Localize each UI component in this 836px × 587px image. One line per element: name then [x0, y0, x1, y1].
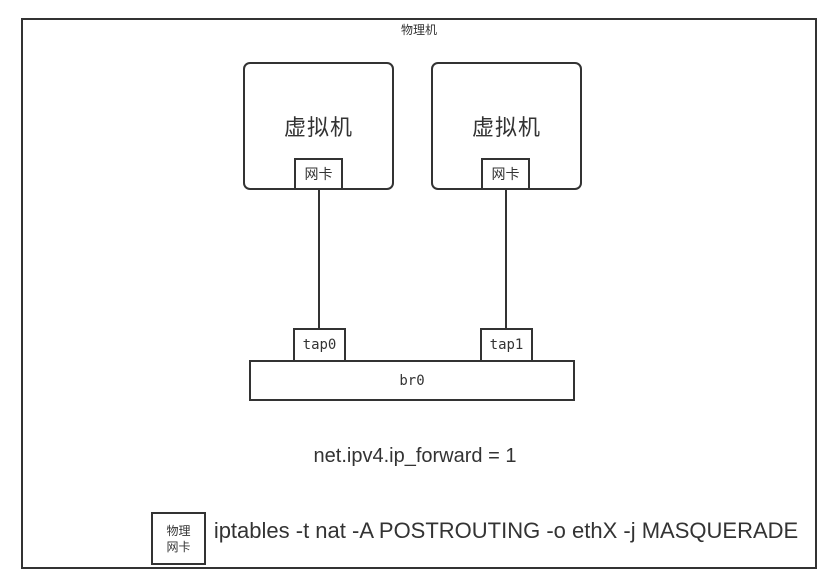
vm-label-1: 虚拟机 [283, 115, 353, 140]
tap1-box: tap1 [480, 328, 533, 362]
sysctl-ip-forward-text: net.ipv4.ip_forward = 1 [313, 445, 517, 467]
tap0-box: tap0 [293, 328, 346, 362]
tap0-label: tap0 [302, 337, 337, 353]
vm2-nic-box: 网卡 [481, 158, 530, 190]
vm2-nic-label: 网卡 [491, 166, 520, 182]
physical-nic-label-line1: 物理 [166, 523, 191, 538]
vm1-tap0-connector-line [318, 190, 320, 328]
physical-nic-box: 物理 网卡 [151, 512, 206, 565]
vm1-nic-label: 网卡 [304, 166, 333, 182]
vm2-tap1-connector-line [505, 190, 507, 328]
bridge-br0-label: br0 [399, 372, 425, 389]
vm-label-2: 虚拟机 [471, 115, 541, 140]
iptables-masquerade-text: iptables -t nat -A POSTROUTING -o ethX -… [213, 518, 799, 543]
tap1-label: tap1 [489, 337, 524, 353]
physical-nic-label-line2: 网卡 [166, 539, 191, 554]
physical-machine-box [21, 18, 817, 569]
bridge-br0-box: br0 [249, 360, 575, 401]
physical-machine-label: 物理机 [400, 23, 437, 37]
vm1-nic-box: 网卡 [294, 158, 343, 190]
